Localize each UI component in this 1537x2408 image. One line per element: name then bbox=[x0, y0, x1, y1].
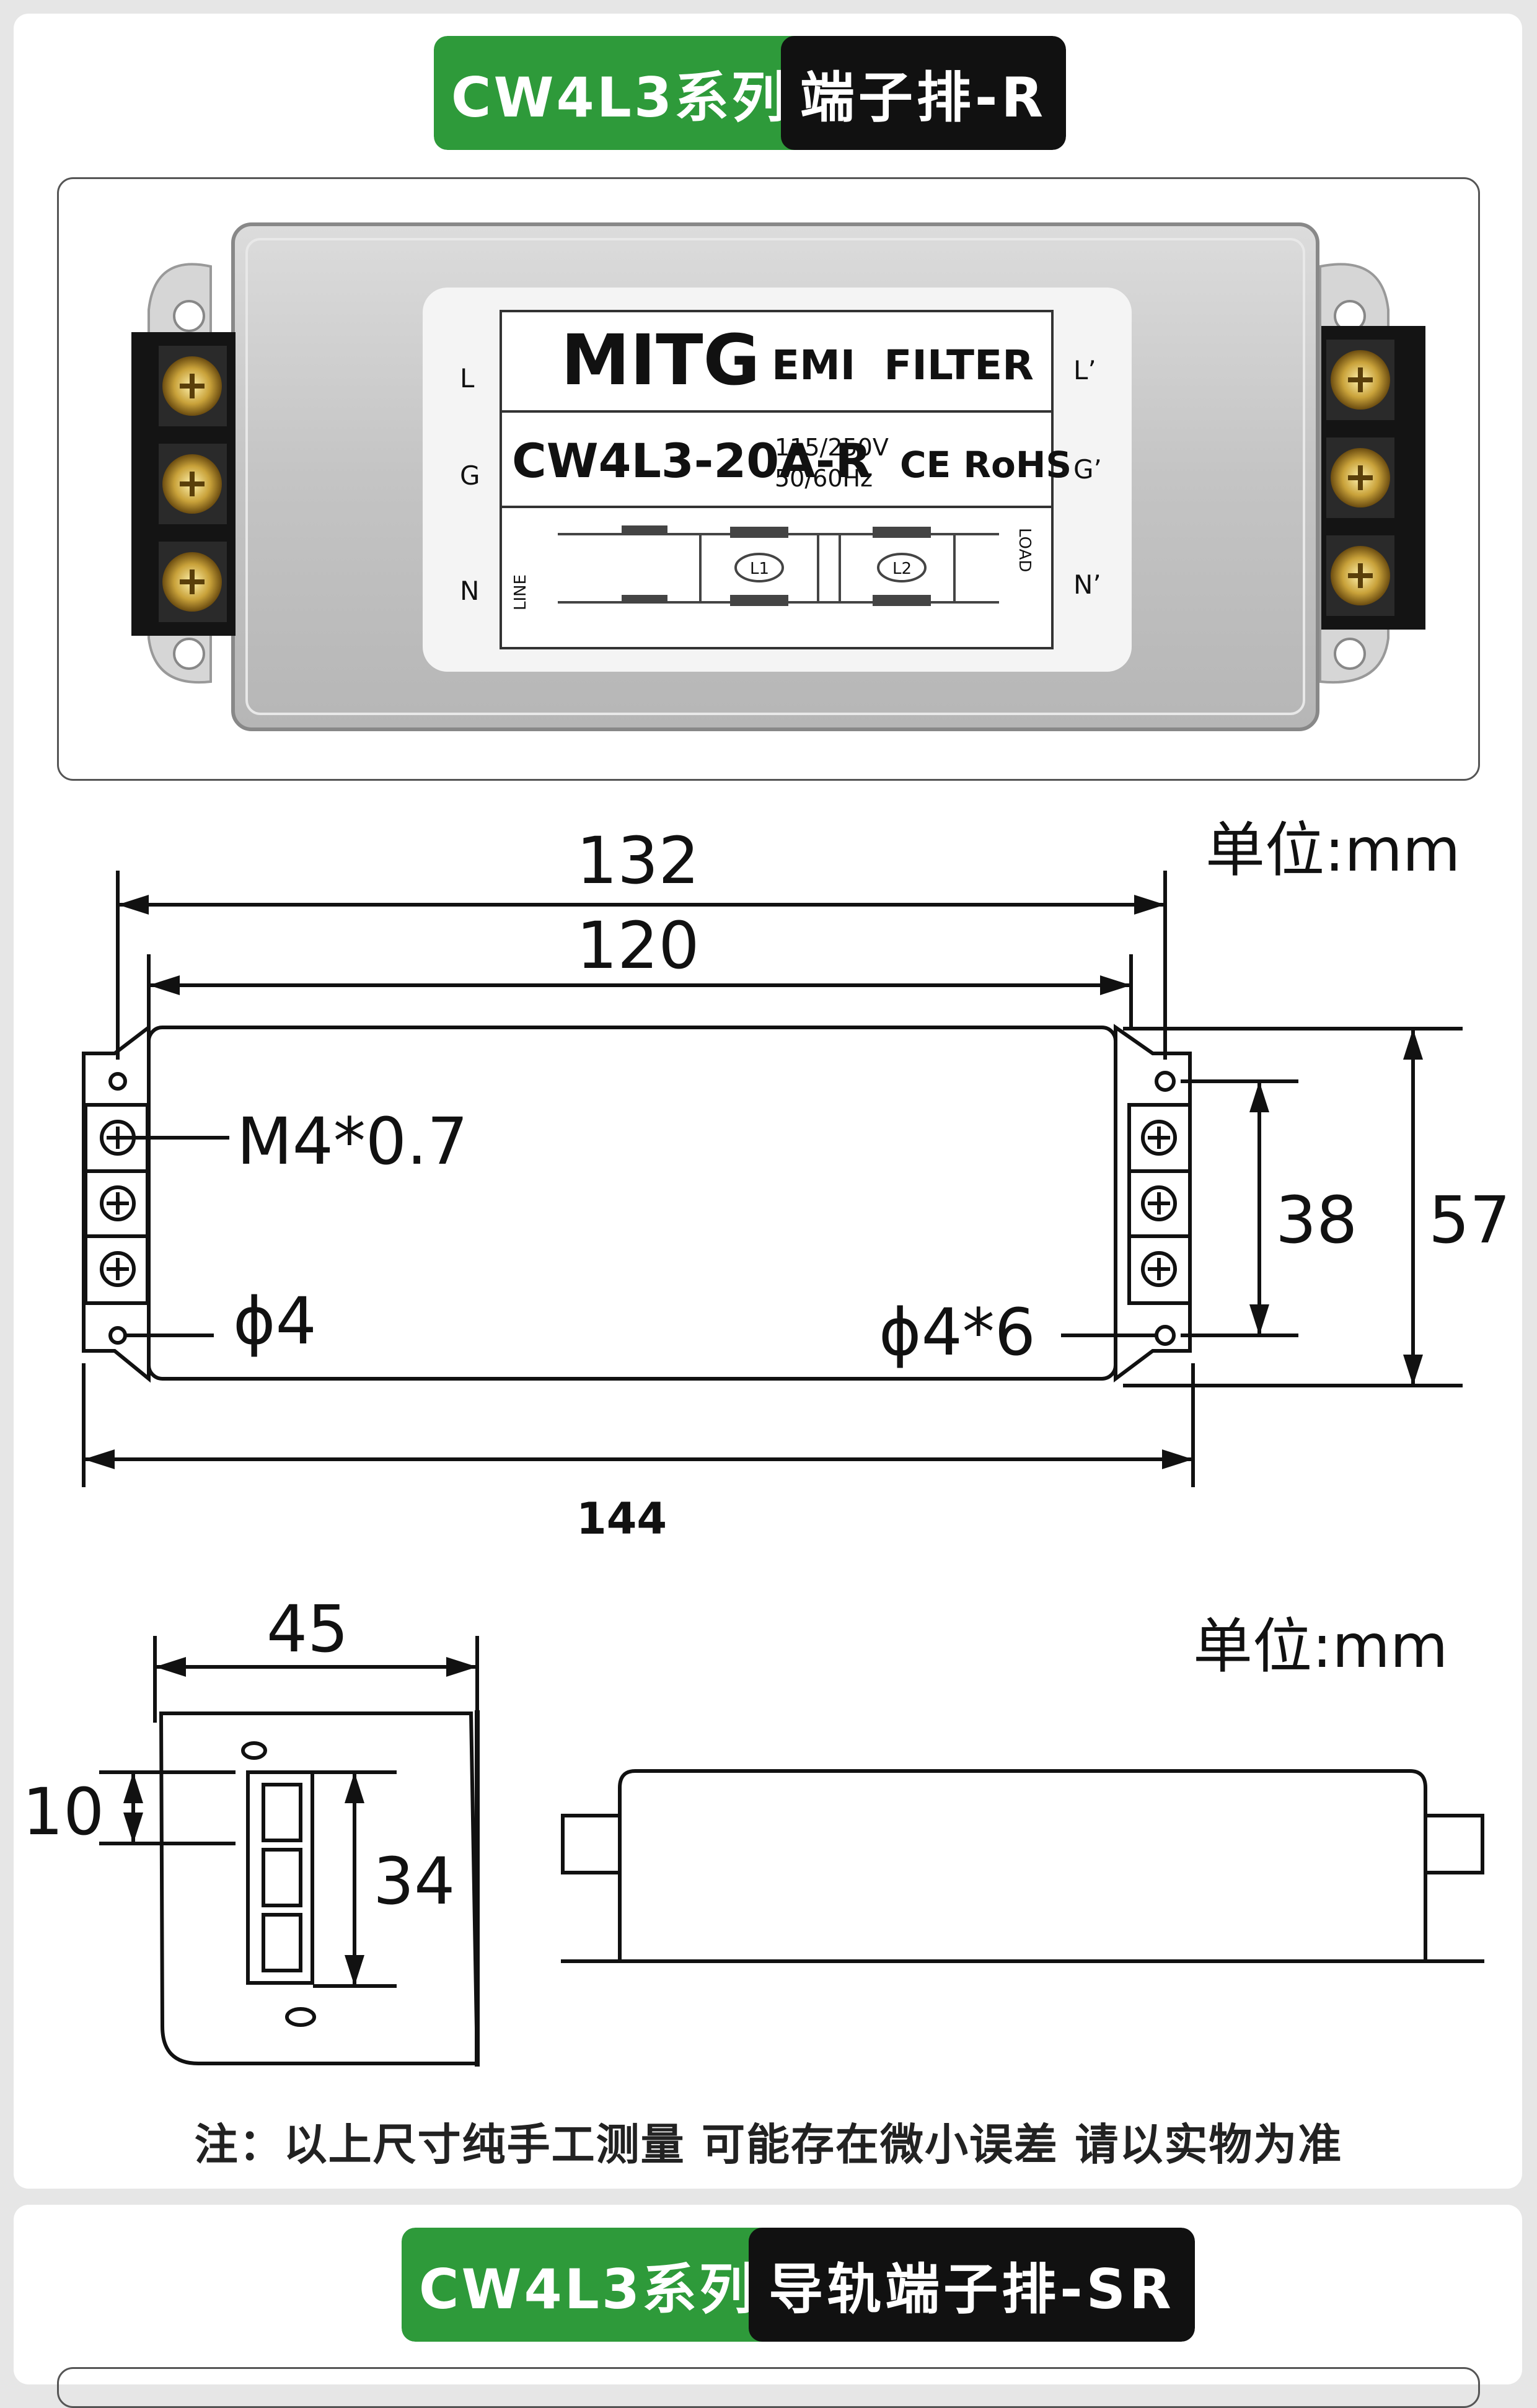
hole-spec-right: ϕ4*6 bbox=[879, 1294, 1036, 1370]
label-product: EMI FILTER bbox=[772, 341, 1034, 389]
circuit-schematic bbox=[558, 525, 999, 606]
terminal-label-left-1: L bbox=[460, 363, 475, 393]
circuit-line-label: LINE bbox=[511, 574, 530, 610]
dim-34: 34 bbox=[373, 1843, 455, 1919]
dim-57: 57 bbox=[1429, 1182, 1510, 1258]
side-view-drawing bbox=[561, 1769, 1484, 1963]
section-badge-sr: CW4L3系列 导轨端子排-SR bbox=[402, 2228, 1195, 2342]
end-view-drawing bbox=[99, 1636, 480, 2067]
top-view-unit: 单位:mm bbox=[1205, 815, 1460, 885]
circuit-coil-2: L2 bbox=[892, 560, 912, 578]
dim-144: 144 bbox=[576, 1493, 667, 1544]
end-view-arrowheads bbox=[123, 1657, 477, 1986]
badge-type-2: 导轨端子排-SR bbox=[749, 2228, 1195, 2342]
photo-frame-next bbox=[57, 2367, 1480, 2408]
circuit-load-label: LOAD bbox=[1015, 528, 1034, 572]
dim-132: 132 bbox=[576, 823, 700, 899]
badge-type: 端子排-R bbox=[781, 36, 1066, 150]
hole-spec-left: ϕ4 bbox=[233, 1283, 317, 1359]
dim-120: 120 bbox=[576, 908, 700, 983]
dim-45: 45 bbox=[266, 1591, 348, 1667]
dim-38: 38 bbox=[1275, 1182, 1357, 1258]
measurement-note: 注：以上尺寸纯手工测量 可能存在微小误差 请以实物为准 bbox=[194, 2119, 1343, 2170]
terminal-label-left-3: N bbox=[460, 576, 479, 606]
badge-series: CW4L3系列 bbox=[434, 36, 806, 150]
label-cert: CE RoHS bbox=[900, 444, 1072, 486]
label-brand: MITG bbox=[561, 320, 760, 401]
section-badge-r: CW4L3系列 端子排-R bbox=[434, 36, 1066, 150]
label-frequency: 50/60Hz bbox=[775, 465, 873, 492]
circuit-coil-1: L1 bbox=[750, 560, 769, 578]
terminal-label-right-1: L’ bbox=[1073, 355, 1096, 385]
terminal-block-left bbox=[131, 332, 236, 636]
dim-10: 10 bbox=[22, 1774, 104, 1850]
side-view-unit: 单位:mm bbox=[1193, 1612, 1448, 1681]
top-view-drawing bbox=[82, 871, 1463, 1487]
label-model: CW4L3-20A-R bbox=[512, 433, 871, 488]
badge-series-2: CW4L3系列 bbox=[402, 2228, 773, 2342]
terminal-label-left-2: G bbox=[460, 460, 480, 491]
screw-spec: M4*0.7 bbox=[237, 1104, 468, 1179]
terminal-label-right-3: N’ bbox=[1073, 569, 1101, 600]
label-voltage: 115/250V bbox=[775, 434, 889, 461]
terminal-block-right bbox=[1321, 326, 1425, 630]
top-view-arrowheads bbox=[84, 895, 1423, 1469]
terminal-label-right-2: G’ bbox=[1073, 454, 1102, 485]
